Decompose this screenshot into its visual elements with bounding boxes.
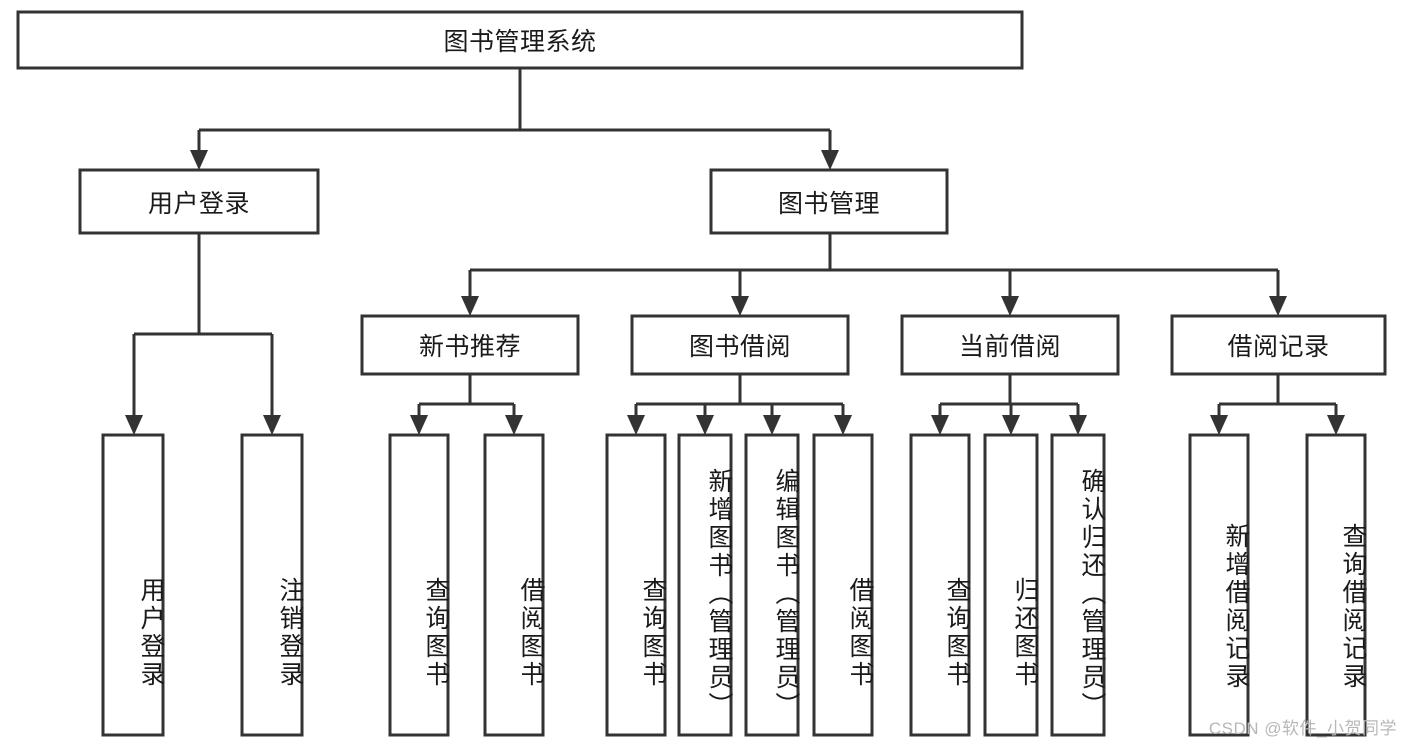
leaf-box-user-login[interactable]: [101, 433, 165, 737]
node-box-current-borrow[interactable]: [900, 314, 1120, 376]
node-box-borrow-record[interactable]: [1170, 314, 1387, 376]
leaf-box-logout-login[interactable]: [240, 433, 304, 737]
root-node-box-group: [16, 10, 1024, 70]
arrow-to-leaf-add-borrow-record: [1210, 415, 1228, 435]
arrow-to-leaf-query-book-rec: [410, 415, 428, 435]
arrow-to-book-borrow: [731, 296, 749, 316]
watermark-text: CSDN @软件_小贺同学: [1208, 719, 1397, 738]
leaf-box-add-book-admin[interactable]: [677, 433, 733, 737]
node-box-user-login[interactable]: [78, 168, 320, 235]
leaf-node-boxes: [101, 433, 1367, 737]
arrow-to-leaf-query-borrow-record: [1327, 415, 1345, 435]
node-box-book-management[interactable]: [709, 168, 949, 235]
leaf-box-query-book-current[interactable]: [909, 433, 971, 737]
arrow-to-leaf-query-book-current: [931, 415, 949, 435]
leaf-box-add-borrow-record[interactable]: [1188, 433, 1250, 737]
arrow-to-borrow-record: [1269, 296, 1287, 316]
leaf-box-return-book[interactable]: [983, 433, 1039, 737]
node-box-new-book-recommend[interactable]: [360, 314, 580, 376]
arrow-to-leaf-borrow-book-rec: [505, 415, 523, 435]
leaf-box-query-book-borrow[interactable]: [605, 433, 667, 737]
leaf-box-borrow-book-rec[interactable]: [483, 433, 545, 737]
arrow-to-leaf-logout-login: [263, 415, 281, 435]
node-box-root[interactable]: [16, 10, 1024, 70]
level2-node-boxes: [78, 168, 949, 235]
arrow-to-new-book-recommend: [461, 296, 479, 316]
connector-new-book-recommend-to-leaves: [410, 374, 523, 435]
arrow-to-current-borrow: [1001, 296, 1019, 316]
arrow-to-leaf-add-book-admin: [696, 415, 714, 435]
arrow-to-leaf-query-book-borrow: [627, 415, 645, 435]
arrow-to-leaf-user-login: [125, 415, 143, 435]
connector-book-management-to-level3: [461, 233, 1287, 316]
connector-root-to-level2: [190, 68, 839, 170]
connector-current-borrow-to-leaves: [931, 374, 1087, 435]
level3-node-boxes: [360, 314, 1387, 376]
leaf-box-query-book-rec[interactable]: [388, 433, 450, 737]
arrow-to-leaf-return-book: [1002, 415, 1020, 435]
leaf-box-confirm-return-admin[interactable]: [1050, 433, 1106, 737]
arrow-to-user-login: [190, 150, 208, 170]
connector-borrow-record-to-leaves: [1210, 374, 1345, 435]
arrow-to-leaf-edit-book-admin: [763, 415, 781, 435]
leaf-box-query-borrow-record[interactable]: [1305, 433, 1367, 737]
connector-user-login-to-leaves: [125, 233, 281, 435]
arrow-to-leaf-borrow-book: [834, 415, 852, 435]
leaf-box-borrow-book[interactable]: [812, 433, 874, 737]
arrow-to-book-management: [821, 150, 839, 170]
arrow-to-leaf-confirm-return-admin: [1069, 415, 1087, 435]
node-box-book-borrow[interactable]: [630, 314, 850, 376]
connector-book-borrow-to-leaves: [627, 374, 852, 435]
leaf-box-edit-book-admin[interactable]: [744, 433, 800, 737]
